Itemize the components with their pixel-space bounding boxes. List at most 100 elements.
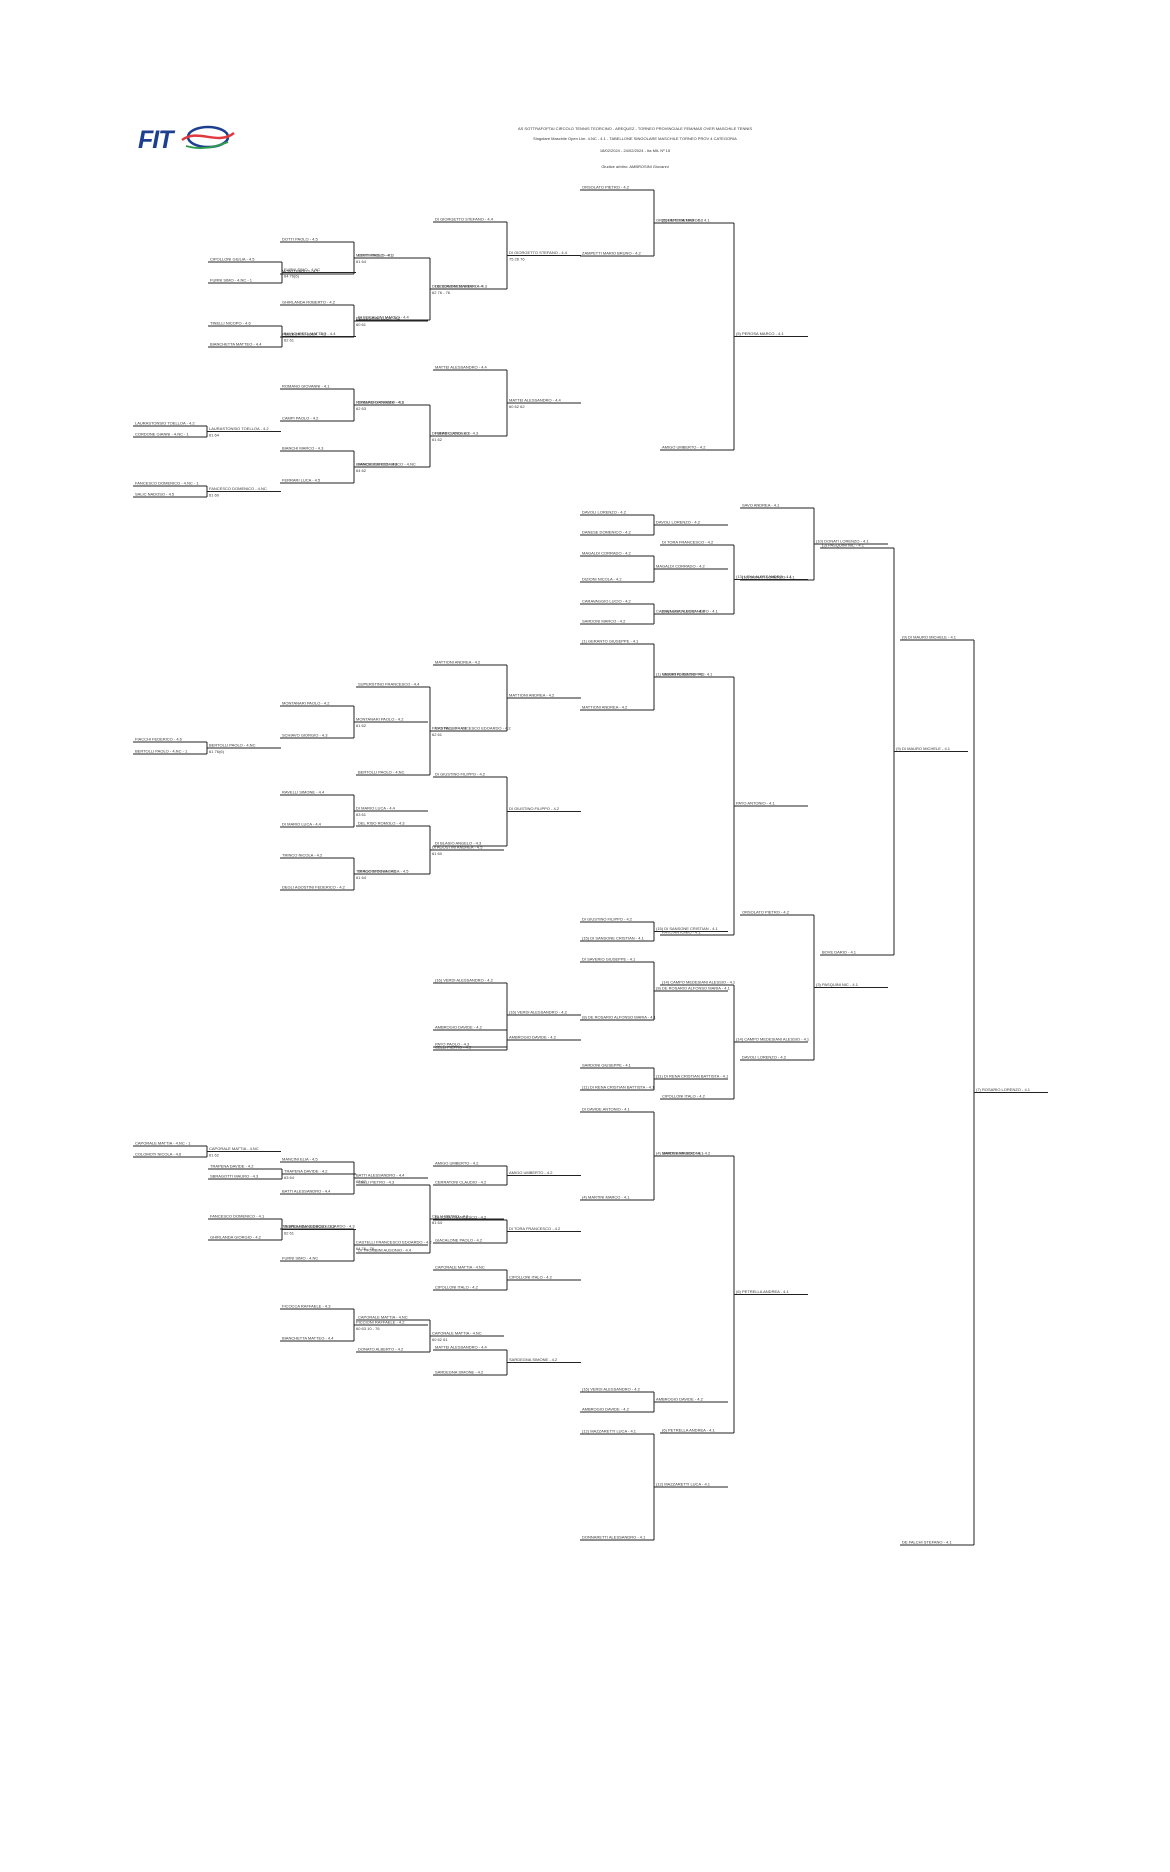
player-name: (13) LENA ALESSANDRO - 4.1 xyxy=(662,609,719,614)
player-name: GHIRLANDA GIORGIO - 4.2 xyxy=(210,1235,262,1240)
winner-name: (8) DE ROSARIO ALFONSO MARIA - 4.1 xyxy=(656,986,731,991)
player-name: TROPPA FRANCESCO EDOARDO - 4.3 xyxy=(282,1224,355,1229)
player-name: MONTI PAOLO - 4.1 xyxy=(282,269,319,274)
player-name: (6) PETRELLA ANDREA - 4.1 xyxy=(662,1428,715,1433)
player-name: CELLI PIETRO - 4.3 xyxy=(435,1045,472,1050)
winner-name: CAPORALE MATTIA - 4.NC xyxy=(432,1331,482,1336)
match-score: 60 61 xyxy=(356,322,367,327)
player-name: BIANCHETTA MATTEO - 4.4 xyxy=(210,342,262,347)
player-name: DI TORA FRANCESCO - 4.2 xyxy=(435,1215,487,1220)
match-score: 62 61 xyxy=(284,1231,295,1236)
match-score: 63 62 xyxy=(356,1179,367,1184)
player-name: ORSOLATO PIETRO - 4.2 xyxy=(582,185,630,190)
winner-name: MATTIONI ANDREA - 4.2 xyxy=(509,693,555,698)
player-name: DI GIUSTINO FILIPPO - 4.2 xyxy=(435,772,486,777)
winner-name: (9) DI MAURO MICHELE - 4.1 xyxy=(896,746,951,751)
player-name: (12) MAZZARETTI LUCA - 4.1 xyxy=(582,1429,637,1434)
player-name: SARDONI GIUSEPPE - 4.1 xyxy=(582,1063,632,1068)
player-name: (5) PEROSA MARCO - 4.1 xyxy=(662,218,710,223)
player-name: AMIGO UMBERTO - 4.2 xyxy=(662,445,706,450)
player-name: AMIGO UMBERTO - 4.2 xyxy=(435,1161,479,1166)
winner-name: (16) VERDI ALESSANDRO - 4.2 xyxy=(509,1010,568,1015)
player-name: BERTOLLI PAOLO - 4.NC - 1 xyxy=(135,749,188,754)
player-name: DI AGOSTINI ANDREA - 4.5 xyxy=(358,869,409,874)
match-score: 60 63 10 - 76 xyxy=(356,1326,380,1331)
player-name: DE FALCHI STEFANO - 4.1 xyxy=(902,1540,952,1545)
player-name: DI BOCALONI MAREO - 4.4 xyxy=(358,315,409,320)
player-name: FANCESCO DOMENICO - 4.1 xyxy=(210,1214,265,1219)
player-name: TRINCO NICOLA - 4.2 xyxy=(282,853,323,858)
player-name: DEL RISO ROMOLO - 4.3 xyxy=(358,821,405,826)
match-score: 60 62 62 xyxy=(509,404,525,409)
winner-name: (11) DI RENA CRISTIAN BATTISTA - 4.1 xyxy=(656,1074,729,1079)
player-name: CAPORALE MATTIA - 4.NC xyxy=(358,1315,408,1320)
match-score: 63 61 xyxy=(356,812,367,817)
winner-name: BERTOLLI PAOLO - 4.NC xyxy=(209,743,256,748)
player-name: DEGLI AGOSTINI FEDERICO - 4.2 xyxy=(282,885,346,890)
player-name: (8) DE ROSARIO ALFONSO MARIA - 4.1 xyxy=(582,1015,657,1020)
player-name: CELLI PIETRO - 4.3 xyxy=(358,1180,395,1185)
player-name: DI BLASIO ANGELO - 4.3 xyxy=(435,841,482,846)
player-name: (4) MARTINI MARCO - 4.1 xyxy=(582,1195,630,1200)
player-name: DI SAVERIO GIUSEPPE - 4.1 xyxy=(582,957,636,962)
player-name: COLOMOTI NICOLA - 4.6 xyxy=(135,1152,182,1157)
player-name: DONNARETTI ALESSANDRO - 4.1 xyxy=(582,1535,646,1540)
winner-name: DI AGOSTINI ANDREA - 4.5 xyxy=(432,845,483,850)
player-name: MATTEI ALESSANDRO - 4.4 xyxy=(435,1345,487,1350)
winner-name: (1) GERANTO GIUSEPPE - 4.1 xyxy=(656,672,713,677)
player-name: DI DAVIDE ANTONIO - 4.1 xyxy=(582,1107,631,1112)
winner-name: (7) ROSARIO LORENZO - 4.1 xyxy=(976,1087,1031,1092)
winner-name: DAVOLI LORENZO - 4.2 xyxy=(656,520,701,525)
winner-name: PELLEGRINI LUCA - 4.2 xyxy=(356,316,401,321)
player-name: CASTELLI FRANCESCO EDOARDO - 4.2 xyxy=(435,726,511,731)
player-name: CIPOLLONI GIULIA - 4.5 xyxy=(210,257,255,262)
player-name: BATTI ALESSANDRO - 4.4 xyxy=(282,1189,331,1194)
winner-name: MONTI PAOLO - 4.1 xyxy=(356,253,393,258)
match-score: 63 64 xyxy=(284,1175,295,1180)
tennis-ball-icon xyxy=(181,125,235,149)
winner-name: CAPORALE MATTIA - 4.NC xyxy=(209,1146,259,1151)
match-score: 61 62 xyxy=(432,437,443,442)
player-name: (14) CAMPO MEDESIANI ALESSIO - 4.1 xyxy=(662,980,736,985)
winner-name: (3) PASQUINI NIC - 4.1 xyxy=(816,982,859,987)
player-name: PELLEGRINI LUCA - 4.2 xyxy=(282,332,327,337)
player-name: (16) VERDI ALESSANDRO - 4.2 xyxy=(582,1387,641,1392)
winner-name: BIANCHETTA MATTEO - 4.4 xyxy=(284,331,336,336)
player-name: SUPERSTINO FRANCESCO - 4.4 xyxy=(358,682,420,687)
winner-name: MONTANARI PAOLO - 4.2 xyxy=(356,717,404,722)
match-score: 61 60 xyxy=(432,851,443,856)
player-name: DIZIONI NICOLA - 4.2 xyxy=(582,577,622,582)
match-score: 62 61 xyxy=(284,338,295,343)
player-name: SCHIAVO GIORGIO - 4.3 xyxy=(282,733,328,738)
winner-name: FANCESCO DOMENICO - 4.NC xyxy=(209,486,267,491)
winner-name: BATTI ALESSANDRO - 4.4 xyxy=(356,1173,405,1178)
winner-name: (6) PETRELLA ANDREA - 4.1 xyxy=(736,1289,789,1294)
winner-name: GHIRLANDA GIORGIO - 4.2 xyxy=(284,1224,336,1229)
winner-name: TRAPENA DAVIDE - 4.2 xyxy=(284,1169,328,1174)
winner-name: CIPOLLONI ITALO - 4.2 xyxy=(509,1275,553,1280)
match-score: 61 64 xyxy=(356,259,367,264)
winner-name: DI GIUSTINO FILIPPO - 4.2 xyxy=(509,806,560,811)
player-name: PAYO PAOLO - 4.3 xyxy=(435,1042,470,1047)
player-name: DI GIORGETTO STEFANO - 4.4 xyxy=(435,217,494,222)
player-name: DI TORA FRANCESCO - 4.2 xyxy=(662,540,714,545)
player-name: CARAVAGGIO LUCIO - 4.2 xyxy=(582,599,632,604)
winner-name: PAYO PAOLO - 4.3 xyxy=(432,726,467,731)
match-score: 60 62 61 xyxy=(432,1337,448,1342)
winner-name: (13) LENA ALESSANDRO - 4.1 xyxy=(736,574,793,579)
player-name: FERRARI LUCA - 4.5 xyxy=(282,478,321,483)
winner-name: (5) PEROSA MARCO - 4.1 xyxy=(736,331,784,336)
player-name: FURNI LUCIO - 4.3 xyxy=(435,431,470,436)
player-name: VALERI ALBERTO - 4.2 xyxy=(662,672,705,677)
player-name: AMBROGIO DAVIDE - 4.2 xyxy=(435,1025,483,1030)
player-name: DI BLASIO ANGELO - 4.3 xyxy=(358,400,405,405)
winner-name: TRINCO NICOLA - 4.2 xyxy=(356,869,397,874)
player-name: MATTEI ALESSANDRO - 4.4 xyxy=(435,365,487,370)
logo-text: FIT xyxy=(138,126,173,154)
player-name: DOTTI PAOLO - 4.5 xyxy=(282,237,318,242)
match-score: 64 76 - 76 xyxy=(356,1246,375,1251)
header-line-3: 18/02/2024 - 24/02/2024 - Ita MIL Nº 15 xyxy=(599,148,671,153)
player-name: MONTANARI PAOLO - 4.2 xyxy=(282,701,330,706)
match-score: 62 63 xyxy=(356,406,367,411)
player-name: DI TROMBINI AUSONIO - 4.4 xyxy=(358,1248,412,1253)
